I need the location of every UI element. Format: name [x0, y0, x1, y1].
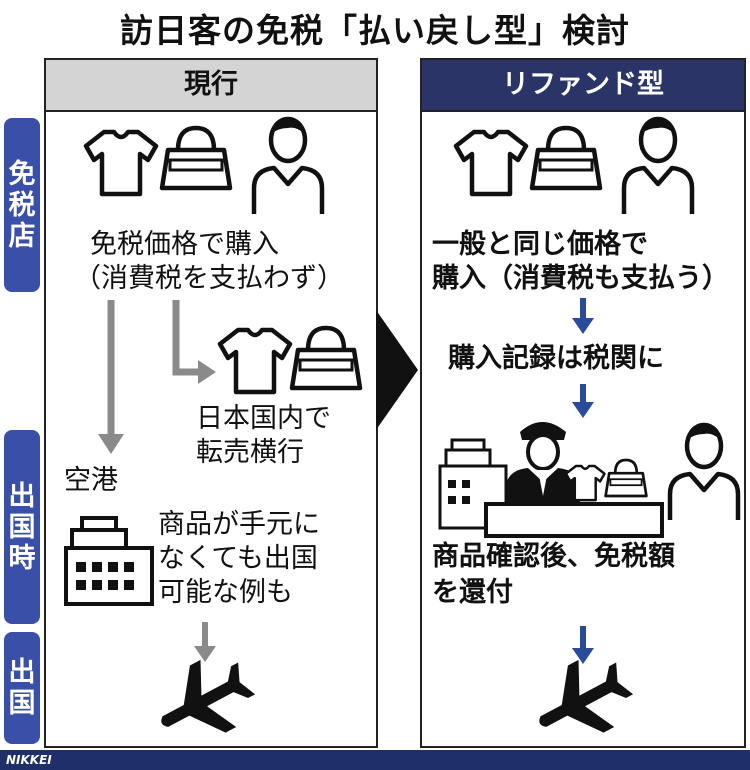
refund-header: リファンド型	[422, 60, 744, 112]
nikkei-logo: NIKKEI	[6, 753, 52, 767]
refund-bag-icon	[532, 128, 600, 188]
gray-small-down-arrow-icon	[194, 622, 216, 662]
resold-shirt-icon	[220, 330, 290, 392]
refund-return-text-2: を還付	[432, 577, 513, 608]
refund-panel	[420, 58, 746, 748]
refund-person-icon	[624, 118, 692, 214]
refund-return-text: 商品確認後、免税額	[432, 541, 675, 572]
blue-down-arrow-icon	[572, 298, 594, 334]
current-header: 現行	[46, 60, 376, 112]
airplane-icon	[144, 644, 265, 758]
refund-record-text: 購入記録は税関に	[448, 343, 664, 374]
current-exit-text-3: 可能な例も	[158, 577, 293, 608]
stage-departure-time-label: 出 国 時	[4, 430, 40, 624]
current-purchase-note: （消費税を支払わず）	[74, 263, 344, 294]
current-exit-text: 商品が手元に	[158, 509, 320, 540]
airport-building-icon	[64, 516, 154, 606]
refund-purchase-note: 購入（消費税も支払う）	[432, 263, 729, 294]
gray-elbow-arrow-icon	[172, 300, 216, 384]
refund-shirt-icon	[456, 132, 526, 194]
blue-down-arrow-icon	[572, 384, 594, 418]
bag-icon	[162, 128, 230, 188]
current-exit-text-2: なくても出国	[158, 543, 318, 574]
airport-label: 空港	[64, 465, 118, 496]
blue-down-arrow-icon	[572, 626, 594, 664]
current-resale-text: 日本国内で	[196, 403, 331, 434]
refund-purchase-text: 一般と同じ価格で	[432, 229, 648, 260]
current-purchase-text: 免税価格で購入	[90, 229, 279, 260]
traveler-icon	[670, 424, 738, 520]
gray-down-arrow-icon	[98, 300, 124, 454]
footer-bar	[0, 750, 750, 770]
customs-counter	[484, 502, 664, 538]
inspected-bag-icon	[604, 458, 648, 498]
customs-officer-icon	[506, 422, 580, 504]
person-icon	[254, 118, 322, 214]
shirt-icon	[86, 132, 156, 194]
stage-store-label: 免 税 店	[4, 118, 40, 292]
resold-bag-icon	[292, 328, 360, 388]
chevron-right-icon	[376, 310, 418, 430]
page-title: 訪日客の免税「払い戻し型」検討	[120, 11, 630, 50]
current-resale-text-2: 転売横行	[196, 437, 304, 468]
stage-departure-label: 出 国	[4, 632, 40, 744]
